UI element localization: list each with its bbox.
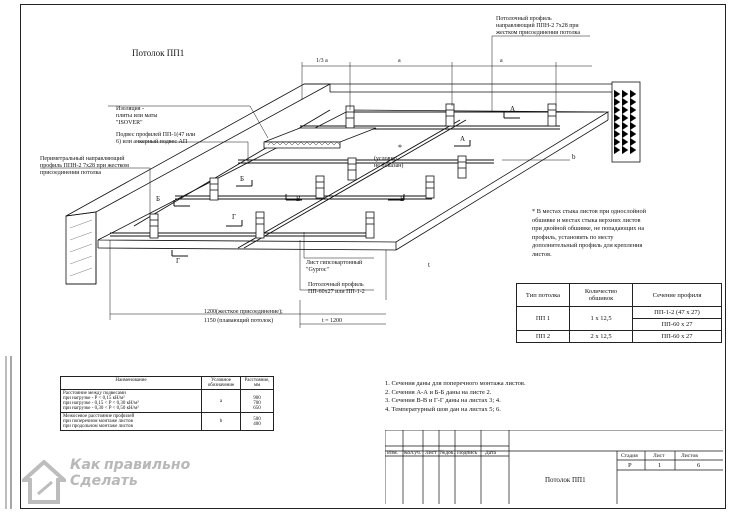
note-1: 1. Сечения даны для поперечного монтажа … bbox=[385, 380, 526, 387]
dim-t-1200-label: t = 1200 bbox=[322, 318, 343, 324]
stamp-sheets: 6 bbox=[697, 462, 701, 469]
distance-table-row2-name: Межосевое расстояние профилей при попере… bbox=[60, 412, 202, 431]
stamp-sheets-label: Листов bbox=[681, 453, 698, 459]
section-v-left: В bbox=[296, 195, 301, 203]
distance-table-row2-values: 500 400 bbox=[240, 412, 274, 431]
logo-line-2: правильно bbox=[104, 457, 191, 473]
profile-table-header-section: Сечение профиля bbox=[632, 283, 722, 307]
logo-line-1: Как bbox=[70, 457, 101, 473]
note-4: 4. Температурный шов дан на листах 5; 6. bbox=[385, 405, 501, 413]
dim-t-label: t bbox=[428, 261, 430, 269]
stamp-sheet: 1 bbox=[658, 462, 662, 469]
section-b-right: Б bbox=[240, 175, 245, 183]
note-2: 2. Сечения А-А и Б-Б даны на листе 2. bbox=[385, 388, 492, 396]
distance-table-row1-symbol: a bbox=[201, 389, 241, 413]
dim-a-2: а bbox=[500, 58, 503, 64]
right-wall bbox=[611, 81, 641, 163]
distance-table-row1-name: Расстояние между подвесами при нагрузке … bbox=[60, 389, 202, 413]
profile-table-header-count: Количество обшивок bbox=[569, 283, 633, 307]
insulation-label: Изоляция - плиты или маты "ISOVER" bbox=[116, 106, 158, 126]
stamp-col-kol: Кол.уч. bbox=[404, 450, 422, 456]
star-mark: * bbox=[398, 143, 402, 152]
stamp-col-ndok: №док. bbox=[440, 450, 455, 456]
dim-a-1: а bbox=[398, 58, 401, 64]
stamp-col-list: Лист bbox=[425, 450, 437, 456]
distance-table-row1-values: 900 700 650 bbox=[240, 389, 274, 413]
insulation-mat bbox=[263, 127, 377, 149]
section-g-top: Г bbox=[232, 213, 237, 221]
distance-table-header-distance: Расстояние, мм bbox=[240, 376, 274, 390]
suspension-hangers bbox=[149, 103, 557, 239]
stamp-col-sign: Подпись bbox=[457, 450, 478, 456]
profile-table-row2-type: ПП 2 bbox=[516, 330, 570, 343]
logo-line-3: Сделать bbox=[70, 473, 138, 489]
stamp-stage: Р bbox=[628, 462, 632, 469]
distance-table-header-symbol: Условное обозначение bbox=[201, 376, 241, 390]
section-g-bottom: Г bbox=[176, 257, 181, 265]
perimeter-profile-label: Периметральный направляющий профиль ППН-… bbox=[40, 156, 129, 176]
top-profile-label: Потолочный профиль направляющий ППН-2 7x… bbox=[496, 16, 581, 36]
dim-1200-label: 1200(жесткое присоединение); bbox=[204, 309, 283, 315]
profile-table-row2-section1: ПП-60 x 27 bbox=[632, 330, 722, 343]
not-shown-label: (условно не показан) bbox=[374, 156, 404, 169]
distance-table-header-name: Наименование bbox=[60, 376, 202, 390]
suspension-label: Подвес профилей ПП-1(47 или 6) или анкер… bbox=[116, 132, 196, 145]
title-block: Изм. Кол.уч. Лист №док. Подпись Дата Пот… bbox=[385, 430, 723, 504]
distance-table: Наименование Условное обозначение Рассто… bbox=[60, 376, 274, 431]
drawing-frame bbox=[20, 4, 726, 509]
profile-table-row1-type: ПП 1 bbox=[516, 306, 570, 331]
stamp-col-izm: Изм. bbox=[387, 450, 398, 456]
profile-table-row1-section1: ПП-1-2 (47 x 27) bbox=[632, 306, 722, 319]
section-a-bottom: А bbox=[460, 135, 466, 143]
profile-table-header-type: Тип потолка bbox=[516, 283, 570, 307]
section-a-top: А bbox=[510, 105, 516, 113]
profile-table: Тип потолка Количество обшивок Сечение п… bbox=[516, 283, 722, 343]
profile-table-row1-section2: ПП-60 x 27 bbox=[632, 318, 722, 331]
dim-third-a: 1/3 а bbox=[316, 58, 328, 64]
stamp-title: Потолок ПП1 bbox=[545, 476, 586, 484]
dim-1150-label: 1150 (плавающий потолок) bbox=[204, 318, 274, 324]
ceiling-profile-label: Потолочный профиль ПП-60x27 или ПП-1-2 bbox=[308, 282, 365, 295]
star-note: * В местах стыка листов при однослойной … bbox=[532, 208, 647, 258]
profile-table-row1-count: 1 x 12,5 bbox=[569, 306, 633, 331]
ceiling-slab bbox=[304, 83, 612, 93]
dim-b-label: b bbox=[572, 153, 576, 161]
gypsum-sheet-label: Лист гипсокартонный "Gyproc" bbox=[306, 260, 363, 273]
section-v-right: В bbox=[400, 195, 405, 203]
house-logo-icon bbox=[22, 460, 66, 504]
left-wall bbox=[65, 83, 331, 285]
note-3: 3. Сечения В-В и Г-Г даны на листах 3; 4… bbox=[385, 397, 501, 404]
stamp-stage-label: Стадия bbox=[621, 453, 638, 459]
distance-table-row2-symbol: b bbox=[201, 412, 241, 431]
site-logo: Как правильно Сделать bbox=[22, 456, 202, 506]
profile-table-row2-count: 2 x 12,5 bbox=[569, 330, 633, 343]
general-notes: 1. Сечения даны для поперечного монтажа … bbox=[385, 380, 526, 414]
drawing-title: Потолок ПП1 bbox=[132, 48, 185, 58]
stamp-col-date: Дата bbox=[485, 450, 496, 456]
gypsum-board-plane bbox=[97, 109, 610, 251]
stamp-sheet-label: Лист bbox=[653, 453, 665, 459]
dimension-lines bbox=[109, 62, 592, 328]
section-b-left: Б bbox=[156, 195, 161, 203]
